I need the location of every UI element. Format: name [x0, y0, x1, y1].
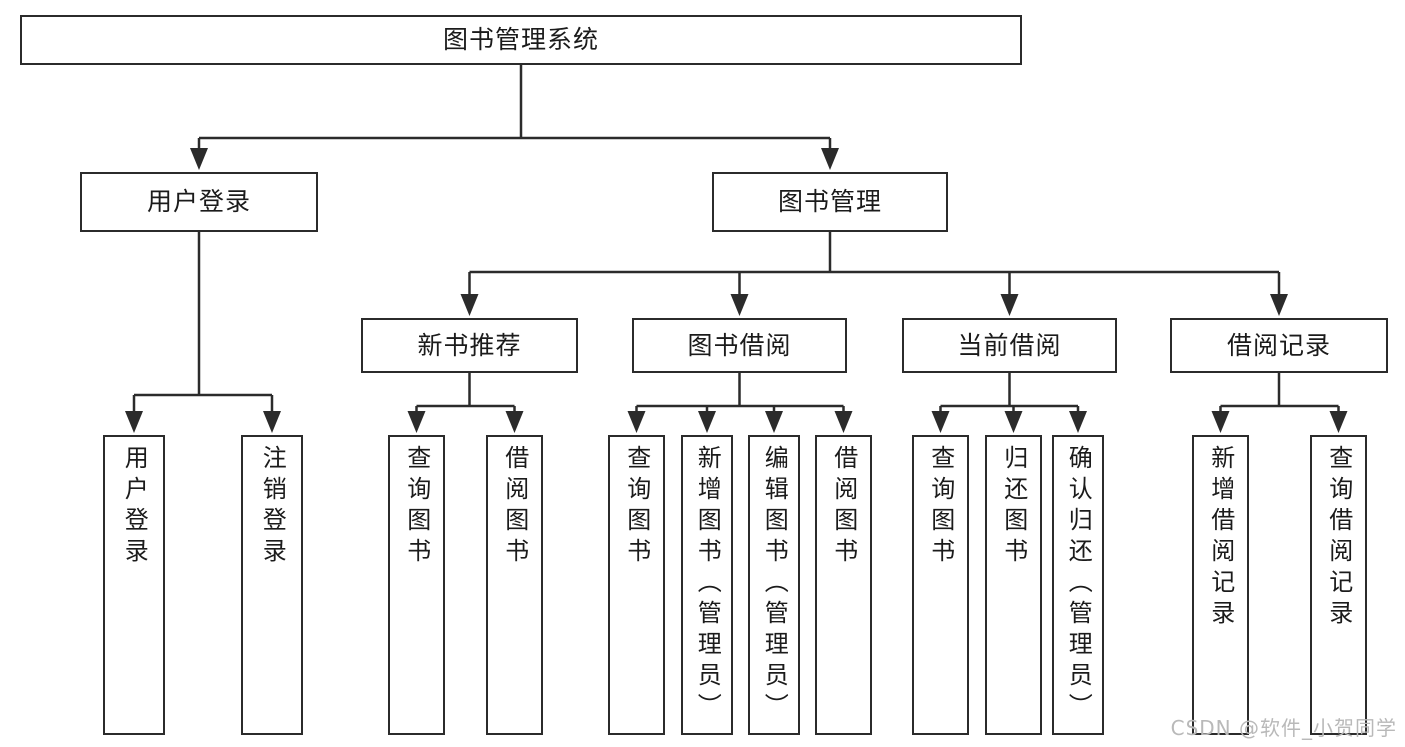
node-label-l2: 注销登录 [258, 445, 287, 569]
arrowhead-r2 [1329, 411, 1348, 433]
arrowhead-newrec [460, 294, 479, 316]
arrowhead-b1 [627, 411, 646, 433]
arrowhead-n1 [407, 411, 426, 433]
node-newrec[interactable]: 新书推荐 [361, 318, 578, 373]
node-label-c3: 确认归还（管理员） [1064, 445, 1093, 724]
node-label-b4: 借阅图书 [829, 445, 858, 569]
arrowhead-n2 [505, 411, 524, 433]
arrowhead-b4 [834, 411, 853, 433]
node-label-n2: 借阅图书 [500, 445, 529, 569]
node-label-b3: 编辑图书（管理员） [760, 445, 789, 724]
node-login[interactable]: 用户登录 [80, 172, 318, 232]
node-r2[interactable]: 查询借阅记录 [1310, 435, 1367, 735]
node-label-n1: 查询图书 [402, 445, 431, 569]
node-b2[interactable]: 新增图书（管理员） [681, 435, 733, 735]
arrowhead-r1 [1211, 411, 1230, 433]
node-label-bookmgmt: 图书管理 [777, 187, 882, 217]
node-label-c1: 查询图书 [926, 445, 955, 569]
arrowhead-current [1000, 294, 1019, 316]
node-bookmgmt[interactable]: 图书管理 [712, 172, 948, 232]
arrowhead-login [190, 148, 208, 170]
node-label-b1: 查询图书 [622, 445, 651, 569]
node-label-b2: 新增图书（管理员） [693, 445, 722, 724]
arrowhead-records [1270, 294, 1288, 316]
arrowhead-l1 [125, 411, 143, 433]
arrowhead-b2 [698, 411, 716, 433]
node-label-records: 借阅记录 [1226, 330, 1331, 360]
node-label-newrec: 新书推荐 [417, 330, 522, 360]
node-label-r2: 查询借阅记录 [1324, 445, 1353, 631]
arrowhead-c2 [1004, 411, 1023, 433]
arrowhead-l2 [263, 411, 281, 433]
node-l1[interactable]: 用户登录 [103, 435, 165, 735]
node-current[interactable]: 当前借阅 [902, 318, 1117, 373]
arrowhead-borrow [730, 294, 749, 316]
node-l2[interactable]: 注销登录 [241, 435, 303, 735]
node-root[interactable]: 图书管理系统 [20, 15, 1022, 65]
node-label-borrow: 图书借阅 [687, 330, 792, 360]
arrowhead-bookmgmt [821, 148, 839, 170]
watermark-text: CSDN @软件_小贺同学 [1170, 716, 1397, 740]
node-n2[interactable]: 借阅图书 [486, 435, 543, 735]
node-b3[interactable]: 编辑图书（管理员） [748, 435, 800, 735]
node-b1[interactable]: 查询图书 [608, 435, 665, 735]
node-c3[interactable]: 确认归还（管理员） [1052, 435, 1104, 735]
node-b4[interactable]: 借阅图书 [815, 435, 872, 735]
node-c1[interactable]: 查询图书 [912, 435, 969, 735]
node-borrow[interactable]: 图书借阅 [632, 318, 847, 373]
node-records[interactable]: 借阅记录 [1170, 318, 1388, 373]
node-label-root: 图书管理系统 [442, 25, 599, 55]
node-label-login: 用户登录 [146, 187, 251, 217]
arrowhead-b3 [765, 411, 783, 433]
node-label-current: 当前借阅 [957, 330, 1062, 360]
arrowhead-c3 [1069, 411, 1087, 433]
node-label-r1: 新增借阅记录 [1206, 445, 1235, 631]
node-label-l1: 用户登录 [120, 445, 149, 569]
node-r1[interactable]: 新增借阅记录 [1192, 435, 1249, 735]
node-label-c2: 归还图书 [999, 445, 1028, 569]
arrowhead-c1 [931, 411, 950, 433]
node-c2[interactable]: 归还图书 [985, 435, 1042, 735]
node-n1[interactable]: 查询图书 [388, 435, 445, 735]
